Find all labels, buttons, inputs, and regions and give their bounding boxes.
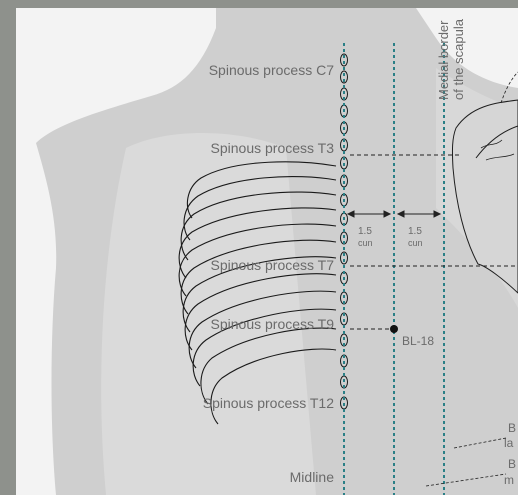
label-cut-b-1: B bbox=[508, 457, 516, 471]
label-spinous-c7: Spinous process C7 bbox=[209, 62, 335, 78]
label-measure-left-value: 1.5 bbox=[358, 226, 372, 237]
label-cut-a-2: la bbox=[504, 436, 514, 450]
back-anatomy-diagram: Spinous process C7 Spinous process T3 Sp… bbox=[16, 8, 518, 495]
label-spinous-t3: Spinous process T3 bbox=[211, 140, 335, 156]
label-of-scapula: of the scapula bbox=[451, 18, 466, 100]
label-measure-right-unit: cun bbox=[408, 238, 423, 248]
label-bl18: BL-18 bbox=[402, 334, 434, 348]
label-spinous-t7: Spinous process T7 bbox=[211, 257, 335, 273]
label-measure-right-value: 1.5 bbox=[408, 226, 422, 237]
label-spinous-t12: Spinous process T12 bbox=[203, 395, 334, 411]
label-cut-b-2: m bbox=[504, 473, 514, 487]
bl18-point-marker bbox=[390, 325, 398, 333]
label-spinous-t9: Spinous process T9 bbox=[211, 316, 335, 332]
label-measure-left-unit: cun bbox=[358, 238, 373, 248]
label-cut-a-1: B bbox=[508, 421, 516, 435]
torso-highlight bbox=[101, 133, 316, 495]
label-midline: Midline bbox=[290, 469, 335, 485]
label-medial-border: Medial border bbox=[436, 20, 451, 100]
diagram-canvas: Spinous process C7 Spinous process T3 Sp… bbox=[16, 8, 518, 495]
